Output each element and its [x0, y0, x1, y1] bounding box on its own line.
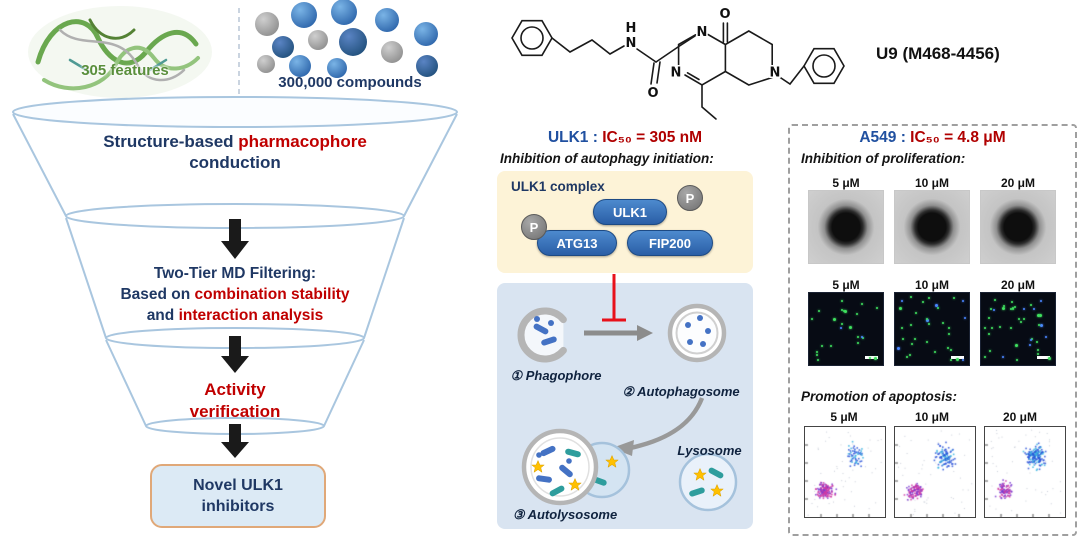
autophagosome-label: ② Autophagosome — [622, 384, 740, 399]
conc-label: 10 μM — [914, 176, 950, 190]
stage3-line1: Activity — [204, 380, 266, 399]
scale-bar — [865, 356, 878, 359]
atom-label-n-amide: N — [626, 36, 637, 51]
stage2-highlight-1: combination stability — [194, 286, 350, 303]
features-label: 305 features — [81, 62, 169, 79]
ulk1-title-ic50: IC₅₀ = 305 nM — [597, 129, 703, 146]
down-arrow-icon-1 — [221, 219, 249, 259]
conc-label: 20 μM — [1000, 176, 1036, 190]
funnel-stage-1: Structure-based pharmacophore conduction — [60, 131, 410, 173]
apoptosis-heading: Promotion of apoptosis: — [801, 389, 957, 404]
result-line1: Novel ULK1 — [193, 477, 283, 494]
atom-label-h: H — [626, 21, 637, 36]
ulk1-pill: ULK1 — [593, 199, 667, 225]
a549-title-cell: A549 : — [859, 129, 906, 146]
stage1-highlight: pharmacophore — [238, 132, 367, 151]
a549-panel-title: A549 : IC₅₀ = 4.8 μM — [788, 129, 1077, 147]
phagophore-label: ① Phagophore — [510, 368, 602, 383]
conc-label: 5 μM — [832, 278, 860, 292]
flow-cytometry-plot — [894, 426, 976, 518]
stage2-highlight-2: interaction analysis — [178, 307, 324, 324]
ulk1-complex-label: ULK1 complex — [511, 179, 605, 194]
atom-label-o-keto: O — [719, 7, 730, 22]
concentration-row-2: 5 μM 10 μM 20 μM — [808, 278, 1056, 292]
stage3-line2: verification — [189, 402, 281, 421]
autophagy-subtitle: Inhibition of autophagy initiation: — [500, 151, 714, 166]
proliferation-heading: Inhibition of proliferation: — [801, 151, 966, 166]
protein-structure-art — [28, 6, 212, 98]
compounds-label: 300,000 compounds — [278, 74, 422, 91]
atom-label-n1: N — [671, 66, 682, 81]
stage1-text: Structure-based — [103, 132, 239, 151]
funnel-stage-2: Two-Tier MD Filtering: Based on combinat… — [78, 263, 392, 326]
flow-cytometry-plot — [804, 426, 886, 518]
result-box — [150, 464, 326, 528]
atom-label-n3: N — [697, 25, 708, 40]
conc-label: 20 μM — [1002, 410, 1038, 424]
a549-title-ic50: IC₅₀ = 4.8 μM — [905, 129, 1006, 146]
conc-label: 10 μM — [914, 278, 950, 292]
fluorescence-image-row — [808, 292, 1056, 366]
atom-label-o-amide: O — [647, 86, 658, 101]
atom-label-n7: N — [770, 66, 781, 81]
ulk1-panel-title: ULK1 : IC₅₀ = 305 nM — [487, 129, 763, 147]
autophagy-pathway-box — [497, 283, 753, 529]
ulk1-title-target: ULK1 : — [547, 129, 598, 146]
down-arrow-icon-3 — [221, 424, 249, 458]
compound-structure: H N O N O N N — [511, 6, 845, 120]
fip200-pill: FIP200 — [627, 230, 713, 256]
scale-bar — [951, 356, 964, 359]
compound-name: U9 (M468-4456) — [876, 44, 1000, 63]
fluorescence-image — [980, 292, 1056, 366]
funnel-stage-3: Activity verification — [135, 379, 335, 423]
spheroid-image — [894, 190, 970, 264]
conc-label: 5 μM — [830, 410, 858, 424]
compound-spheres-art — [255, 0, 438, 78]
atg13-pill: ATG13 — [537, 230, 617, 256]
result-line2: inhibitors — [201, 498, 275, 515]
conc-label: 20 μM — [1000, 278, 1036, 292]
spheroid-image — [808, 190, 884, 264]
phospho-badge-right: P — [677, 185, 703, 211]
lysosome-label: Lysosome — [677, 443, 742, 458]
flow-cytometry-plot — [984, 426, 1066, 518]
stage1-text-2: conduction — [189, 153, 281, 172]
autolysosome-label: ③ Autolysosome — [512, 507, 618, 522]
down-arrow-icon-2 — [221, 336, 249, 373]
spheroid-image-row — [808, 190, 1056, 264]
fluorescence-image — [894, 292, 970, 366]
flow-cytometry-row — [804, 426, 1066, 518]
stage2-title: Two-Tier MD Filtering: — [153, 265, 317, 282]
conc-label: 5 μM — [832, 176, 860, 190]
concentration-row-1: 5 μM 10 μM 20 μM — [808, 176, 1056, 190]
result-label: Novel ULK1 inhibitors — [150, 475, 326, 517]
scale-bar — [1037, 356, 1050, 359]
concentration-row-3: 5 μM 10 μM 20 μM — [804, 410, 1060, 424]
fluorescence-image — [808, 292, 884, 366]
stage2-text: Based on — [120, 286, 195, 303]
spheroid-image — [980, 190, 1056, 264]
conc-label: 10 μM — [914, 410, 950, 424]
stage2-text-2: and — [146, 307, 179, 324]
phospho-badge-left: P — [521, 214, 547, 240]
